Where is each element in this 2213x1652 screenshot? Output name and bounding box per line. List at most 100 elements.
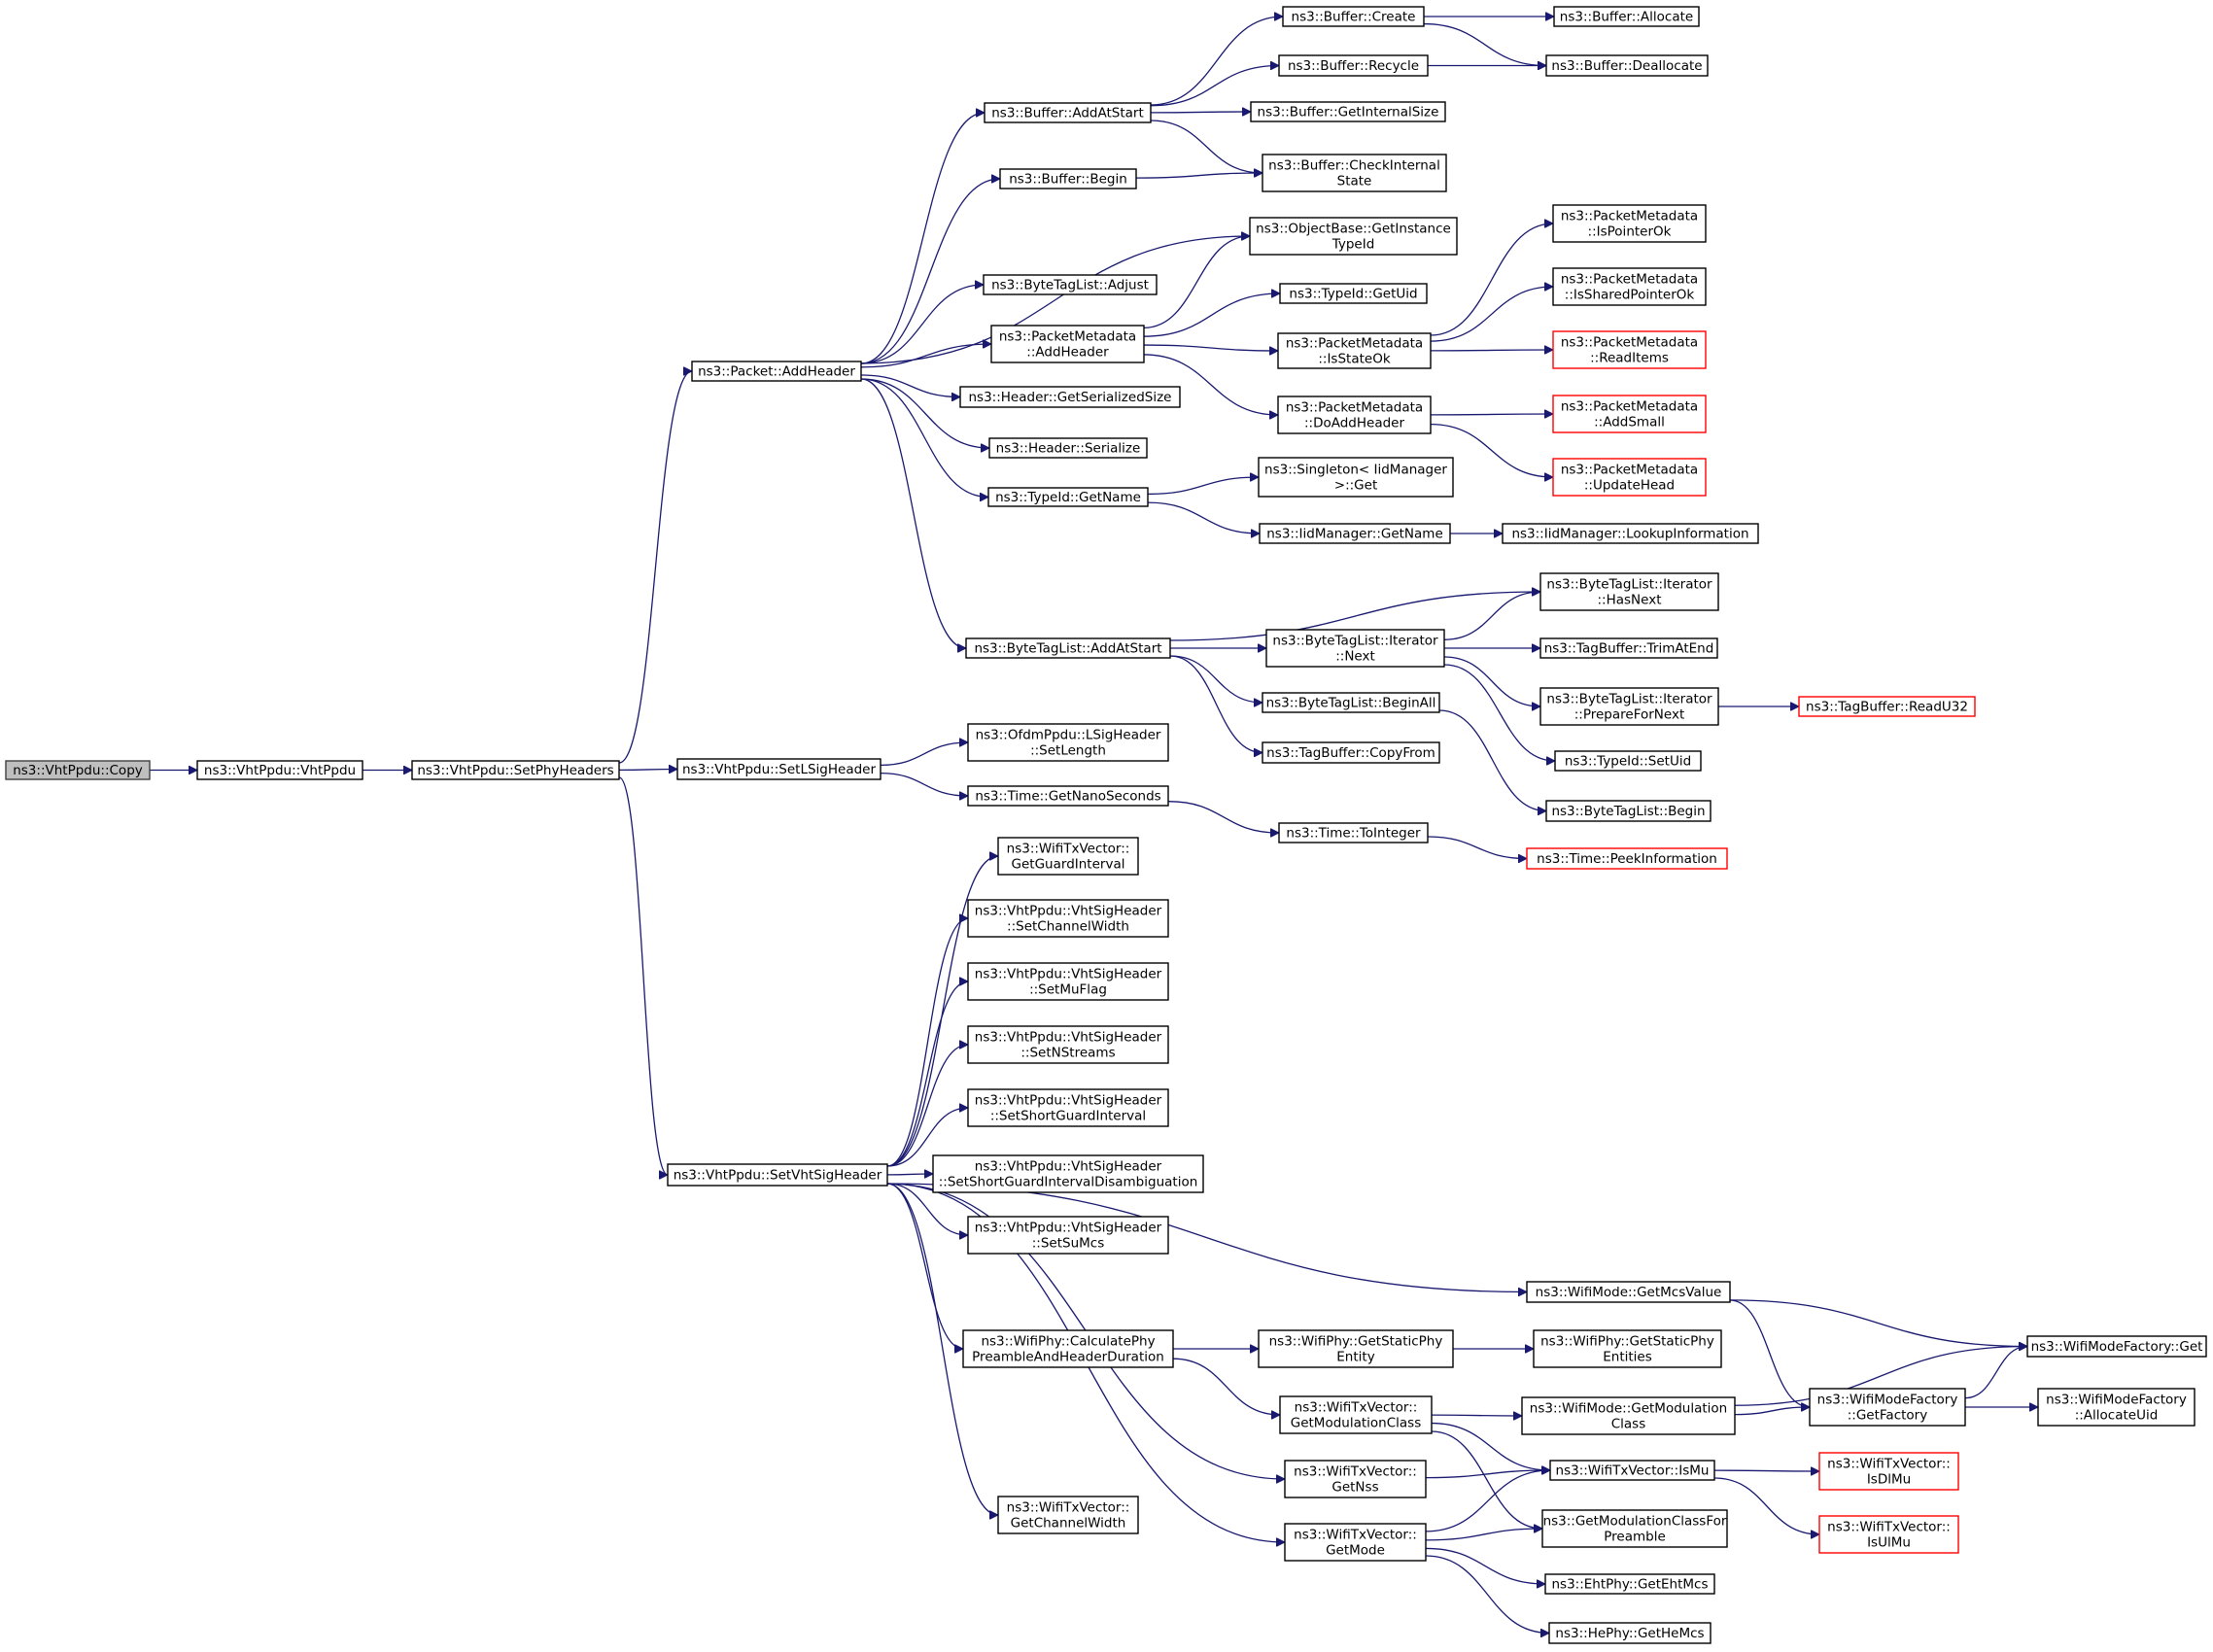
node-iidlookup[interactable]: ns3::IidManager::LookupInformation [1502,523,1759,544]
node-label: ns3::WifiTxVector:: [1294,1464,1417,1480]
node-timepeek[interactable]: ns3::Time::PeekInformation [1526,847,1728,870]
edge-txgetmode-to-txismu [1425,1470,1550,1532]
node-setmu[interactable]: ns3::VhtPpdu::VhtSigHeader::SetMuFlag [967,962,1169,1001]
node-tbcopy[interactable]: ns3::TagBuffer::CopyFrom [1262,741,1440,764]
node-pmisstate[interactable]: ns3::PacketMetadata::IsStateOk [1277,332,1432,369]
node-label: ::PrepareForNext [1574,707,1685,723]
node-bufinternal[interactable]: ns3::Buffer::GetInternalSize [1250,101,1446,122]
node-timenano[interactable]: ns3::Time::GetNanoSeconds [967,785,1169,807]
node-btlnext[interactable]: ns3::ByteTagList::Iterator::Next [1265,629,1445,668]
node-bufdealloc[interactable]: ns3::Buffer::Deallocate [1545,54,1709,77]
edge-addheader-to-objinst [860,236,1250,364]
node-txgi[interactable]: ns3::WifiTxVector::GetGuardInterval [997,837,1139,876]
node-wmgetmodcls[interactable]: ns3::WifiMode::GetModulationClass [1521,1396,1736,1435]
node-btlbeginall[interactable]: ns3::ByteTagList::BeginAll [1262,692,1440,713]
node-box [1279,283,1428,304]
edge-txgetmodcls-to-getmodclspre [1431,1430,1542,1529]
node-pmupdate[interactable]: ns3::PacketMetadata::UpdateHead [1552,458,1707,497]
node-label: ns3::WifiTxVector:: [1294,1528,1417,1543]
node-txisdlmu[interactable]: ns3::WifiTxVector::IsDlMu [1818,1452,1959,1491]
edge-pmaddheader-to-pmisstate [1143,344,1278,351]
node-label: ::SetLength [1030,743,1106,759]
node-bufalloc[interactable]: ns3::Buffer::Allocate [1553,6,1700,27]
node-label: IsDlMu [1867,1472,1911,1488]
node-box [1284,1460,1427,1498]
node-txisulmu[interactable]: ns3::WifiTxVector::IsUlMu [1818,1515,1959,1554]
node-hdrsize[interactable]: ns3::Header::GetSerializedSize [959,386,1181,408]
node-box [411,760,620,780]
node-setns[interactable]: ns3::VhtPpdu::VhtSigHeader::SetNStreams [967,1025,1169,1064]
node-ehtmcs[interactable]: ns3::EhtPhy::GetEhtMcs [1544,1573,1715,1595]
node-label: ns3::VhtPpdu::VhtSigHeader [975,904,1162,919]
edge-txgetmode-to-ehtmcs [1425,1547,1545,1584]
node-setvhtsig[interactable]: ns3::VhtPpdu::SetVhtSigHeader [667,1163,888,1187]
node-hdrser[interactable]: ns3::Header::Serialize [988,437,1148,459]
node-setcw[interactable]: ns3::VhtPpdu::VhtSigHeader::SetChannelWi… [967,899,1169,938]
node-label: GetModulationClass [1291,1416,1422,1431]
node-copy[interactable]: ns3::VhtPpdu::Copy [5,760,151,780]
node-iidgetname[interactable]: ns3::IidManager::GetName [1259,523,1451,544]
node-btladjust[interactable]: ns3::ByteTagList::Adjust [983,274,1158,295]
node-label: ns3::Buffer::CheckInternal [1268,158,1440,174]
node-bufbegin[interactable]: ns3::Buffer::Begin [999,168,1137,189]
node-calcpre[interactable]: ns3::WifiPhy::CalculatePhyPreambleAndHea… [962,1329,1174,1368]
node-bufcreate[interactable]: ns3::Buffer::Create [1282,6,1425,27]
node-vhtppdu[interactable]: ns3::VhtPpdu::VhtPpdu [196,760,363,780]
node-setsumcs[interactable]: ns3::VhtPpdu::VhtSigHeader::SetSuMcs [967,1216,1169,1255]
node-hemcs[interactable]: ns3::HePhy::GetHeMcs [1548,1622,1712,1644]
node-pmread[interactable]: ns3::PacketMetadata::ReadItems [1552,330,1707,369]
node-txgetmodcls[interactable]: ns3::WifiTxVector::GetModulationClass [1279,1395,1433,1434]
node-ofdmsetlen[interactable]: ns3::OfdmPpdu::LSigHeader::SetLength [967,723,1169,762]
edge-txgetnss-to-txismu [1425,1470,1550,1479]
node-txgetcw[interactable]: ns3::WifiTxVector::GetChannelWidth [997,1496,1139,1534]
node-setphy[interactable]: ns3::VhtPpdu::SetPhyHeaders [411,760,620,780]
node-singleton[interactable]: ns3::Singleton< IidManager>::Get [1258,457,1454,498]
node-txgetnss[interactable]: ns3::WifiTxVector::GetNss [1284,1460,1427,1498]
node-addheader[interactable]: ns3::Packet::AddHeader [691,361,862,382]
node-setsgi[interactable]: ns3::VhtPpdu::VhtSigHeader::SetShortGuar… [967,1088,1169,1127]
node-pmisshared[interactable]: ns3::PacketMetadata::IsSharedPointerOk [1552,267,1707,306]
node-wmfgetfactory[interactable]: ns3::WifiModeFactory::GetFactory [1809,1388,1966,1427]
node-box [967,723,1169,762]
node-box [2026,1335,2207,1358]
node-timetoint[interactable]: ns3::Time::ToInteger [1278,822,1429,843]
node-btlbegin[interactable]: ns3::ByteTagList::Begin [1545,800,1712,822]
node-bufrecycle[interactable]: ns3::Buffer::Recycle [1278,54,1429,77]
node-wmfget[interactable]: ns3::WifiModeFactory::Get [2026,1335,2207,1358]
node-tidgetuid[interactable]: ns3::TypeId::GetUid [1279,283,1428,304]
node-setsgid[interactable]: ns3::VhtPpdu::VhtSigHeader::SetShortGuar… [932,1154,1204,1193]
node-box [1279,1395,1433,1434]
node-label: ns3::HePhy::GetHeMcs [1555,1626,1704,1641]
node-box [1539,572,1719,611]
node-txgetmode[interactable]: ns3::WifiTxVector::GetMode [1284,1523,1427,1562]
node-box [1277,332,1432,369]
node-getmcsval[interactable]: ns3::WifiMode::GetMcsValue [1526,1281,1731,1303]
node-pmaddheader[interactable]: ns3::PacketMetadata::AddHeader [990,325,1145,363]
edge-addheader-to-btladdstart [860,378,966,648]
node-pmisptr[interactable]: ns3::PacketMetadata::IsPointerOk [1552,204,1707,243]
node-tbreadu32[interactable]: ns3::TagBuffer::ReadU32 [1798,696,1976,717]
node-txismu[interactable]: ns3::WifiTxVector::IsMu [1549,1460,1715,1481]
node-label: Preamble [1604,1530,1666,1545]
node-pmaddsmall[interactable]: ns3::PacketMetadata::AddSmall [1552,395,1707,433]
node-bufaddstart[interactable]: ns3::Buffer::AddAtStart [984,102,1152,123]
node-btlprep[interactable]: ns3::ByteTagList::Iterator::PrepareForNe… [1539,687,1719,726]
edge-addheader-to-tidgetname [860,378,988,498]
node-tbtrim[interactable]: ns3::TagBuffer::TrimAtEnd [1539,637,1718,659]
node-wmfalloc[interactable]: ns3::WifiModeFactory::AllocateUid [2037,1388,2196,1427]
node-tidgetname[interactable]: ns3::TypeId::GetName [987,487,1149,507]
node-btlhasnext[interactable]: ns3::ByteTagList::Iterator::HasNext [1539,572,1719,611]
node-pmdoadd[interactable]: ns3::PacketMetadata::DoAddHeader [1277,396,1432,434]
node-btladdstart[interactable]: ns3::ByteTagList::AddAtStart [965,637,1171,659]
node-tidsetuid[interactable]: ns3::TypeId::SetUid [1554,750,1702,772]
node-box [1818,1515,1959,1554]
node-label: ns3::ByteTagList::Iterator [1272,634,1438,649]
node-box [967,785,1169,807]
node-box [990,325,1145,363]
node-setlsig[interactable]: ns3::VhtPpdu::SetLSigHeader [676,758,882,780]
